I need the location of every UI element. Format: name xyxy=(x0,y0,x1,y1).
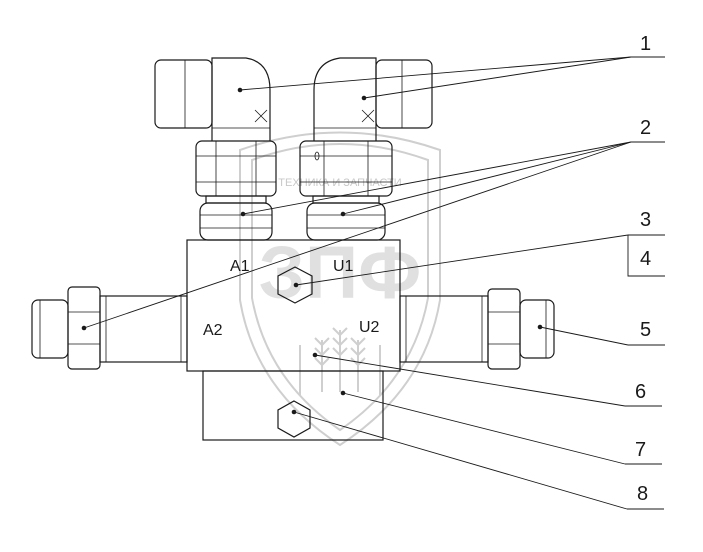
callout-2: 2 xyxy=(640,117,651,139)
callout-8: 8 xyxy=(637,483,648,505)
callout-3: 3 xyxy=(640,209,651,231)
left-side-fitting xyxy=(31,286,188,370)
callout-5: 5 xyxy=(640,319,651,341)
watermark-top-text: ТЕХНИКА И ЗАПЧАСТИ xyxy=(278,177,401,189)
port-label-a2: A2 xyxy=(203,322,223,339)
top-left-fitting xyxy=(154,57,277,241)
wheat-icon xyxy=(299,327,381,395)
port-label-u1: U1 xyxy=(333,258,354,275)
callout-7: 7 xyxy=(635,439,646,461)
top-right-fitting xyxy=(299,57,433,241)
callout-6: 6 xyxy=(635,381,646,403)
callout-1: 1 xyxy=(640,33,651,55)
port-label-a1: A1 xyxy=(230,258,250,275)
port-label-u2: U2 xyxy=(359,319,380,336)
right-side-fitting xyxy=(399,288,555,370)
callout-4: 4 xyxy=(640,248,651,270)
leader-lines xyxy=(83,56,665,510)
